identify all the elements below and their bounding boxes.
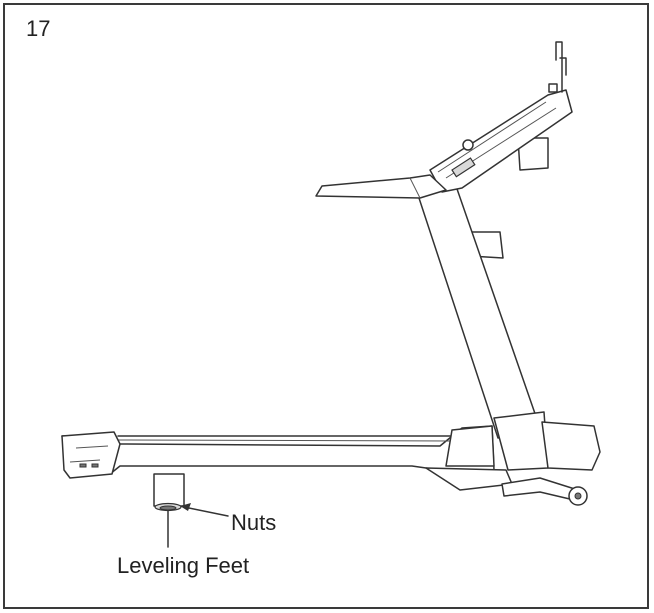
nuts-label: Nuts [231, 510, 277, 535]
device-holder [555, 41, 567, 93]
rear-hood [541, 421, 601, 471]
end-cap-slot [79, 463, 87, 468]
handlebar [315, 174, 447, 199]
handlebar-grip [409, 177, 421, 199]
motor-hood [445, 425, 495, 467]
leveling-leg [153, 473, 185, 507]
leveling-feet-label: Leveling Feet [117, 553, 250, 578]
console-knob [462, 139, 474, 151]
leveling-foot [159, 505, 177, 511]
upright-post [417, 185, 541, 439]
end-cap-slot-2 [91, 463, 99, 468]
front-end-cap [61, 431, 121, 479]
console-rear-panel [517, 137, 549, 171]
nuts-arrow-head [180, 503, 191, 511]
console-keypad [451, 157, 476, 178]
upright-base-cover [493, 411, 549, 471]
nuts-arrow-line [183, 506, 229, 517]
step-number: 17 [26, 16, 51, 41]
end-cap-detail [69, 445, 109, 463]
device-clip [548, 83, 558, 93]
wheel-hub [574, 492, 582, 500]
console [429, 89, 573, 193]
incline-housing [425, 467, 513, 491]
belt-edge [117, 439, 453, 442]
incline-arm [501, 477, 579, 501]
